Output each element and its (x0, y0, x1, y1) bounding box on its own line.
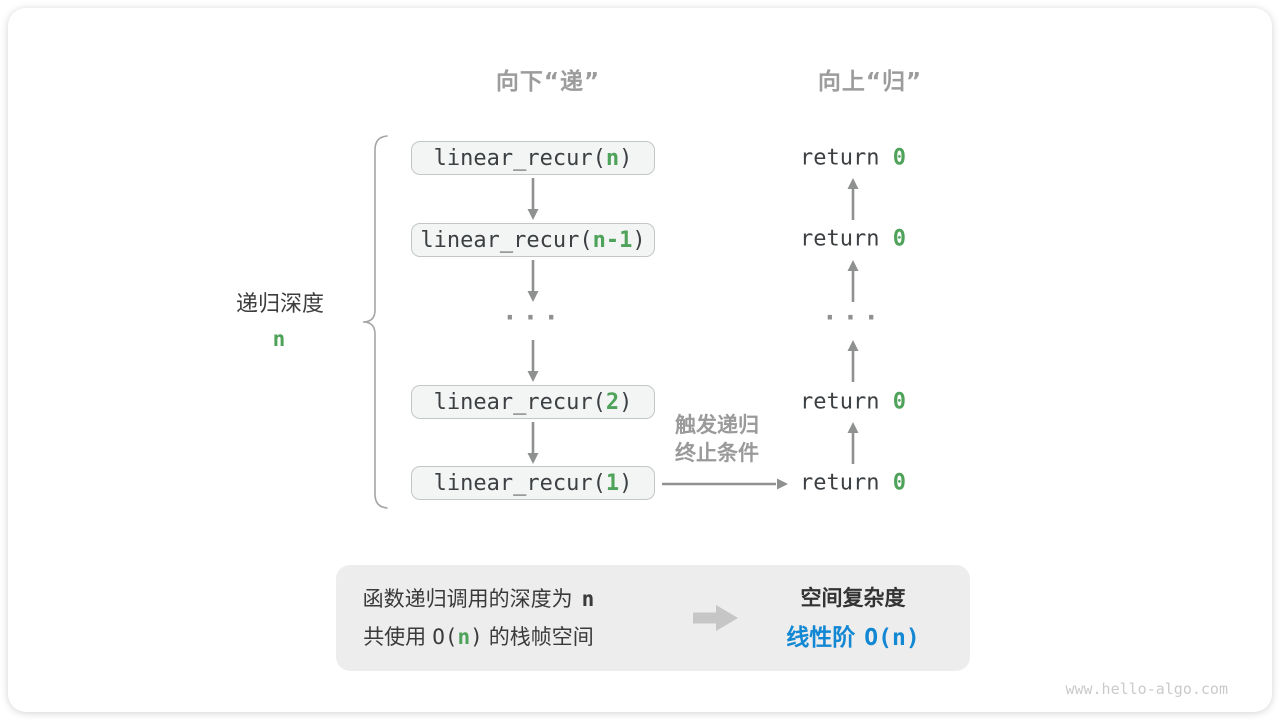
up-arrow-icon (847, 178, 859, 220)
call-box-prefix: linear_recur( (433, 389, 606, 415)
summary-line2-code: O(n) (432, 625, 483, 649)
right-arrow-icon (662, 478, 788, 490)
call-box-arg: 1 (605, 470, 620, 496)
return-statement: return 0 (800, 146, 906, 171)
block-arrow-icon (693, 605, 738, 631)
up-arrow-icon (847, 340, 859, 382)
base-case-label: 触发递归 终止条件 (675, 411, 759, 467)
call-box-2: linear_recur(2) (411, 385, 655, 419)
curly-brace (362, 135, 388, 509)
watermark: www.hello-algo.com (1065, 680, 1228, 698)
call-box-1: linear_recur(1) (411, 466, 655, 500)
big-o-n: n (457, 625, 471, 649)
call-box-n: linear_recur(n) (411, 141, 655, 175)
big-o-close: ) (470, 625, 483, 649)
base-case-label-line2: 终止条件 (675, 441, 759, 465)
space-complexity-title: 空间复杂度 (800, 586, 906, 610)
recursion-depth-label: 递归深度 (235, 292, 325, 317)
summary-right-text: 空间复杂度 线性阶 O(n) (728, 578, 978, 658)
call-box-prefix: linear_recur( (433, 145, 606, 171)
return-statement: return 0 (800, 390, 906, 415)
summary-line2-text-a: 共使用 (363, 625, 427, 649)
call-box-prefix: linear_recur( (433, 470, 606, 496)
return-keyword: return (800, 470, 893, 496)
return-keyword: return (800, 389, 893, 415)
call-box-suffix: ) (619, 470, 633, 496)
return-value: 0 (892, 470, 906, 496)
return-keyword: return (800, 145, 893, 171)
return-ellipsis: ··· (822, 303, 884, 333)
return-value: 0 (892, 389, 906, 415)
call-box-n-1: linear_recur(n-1) (411, 223, 655, 257)
down-arrow-icon (527, 340, 539, 382)
column-header-descend: 向下“递” (495, 69, 601, 95)
space-complexity-value: 线性阶 O(n) (728, 618, 978, 658)
call-box-suffix: ) (619, 389, 633, 415)
summary-line1: 函数递归调用的深度为 n (356, 580, 601, 618)
call-box-arg: 2 (605, 389, 620, 415)
return-statement: return 0 (800, 471, 906, 496)
call-box-arg: n (605, 145, 620, 171)
return-statement: return 0 (800, 227, 906, 252)
up-arrow-icon (847, 260, 859, 302)
recursion-depth-value: n (272, 327, 286, 351)
summary-line1-text: 函数递归调用的深度为 (362, 587, 573, 611)
call-box-suffix: ) (632, 227, 646, 253)
column-header-ascend: 向上“归” (817, 69, 923, 95)
space-complexity-order: 线性阶 (786, 625, 856, 651)
call-box-suffix: ) (619, 145, 633, 171)
down-arrow-icon (527, 260, 539, 302)
summary-line2-text-b: 的栈帧空间 (488, 625, 594, 649)
big-o-open: O( (432, 625, 458, 649)
return-keyword: return (800, 226, 893, 252)
up-arrow-icon (847, 422, 859, 464)
call-box-prefix: linear_recur( (420, 227, 593, 253)
call-box-arg: n-1 (592, 227, 633, 253)
diagram-card: 向下“递” 向上“归” linear_recur(n) linear_recur… (8, 8, 1272, 712)
return-value: 0 (892, 226, 906, 252)
down-arrow-icon (527, 422, 539, 464)
down-arrow-icon (527, 178, 539, 220)
call-stack-ellipsis: ··· (502, 303, 564, 333)
return-value: 0 (892, 145, 906, 171)
summary-line1-highlight: n (581, 587, 595, 611)
space-complexity-notation: O(n) (864, 625, 920, 651)
base-case-label-line1: 触发递归 (675, 413, 759, 437)
